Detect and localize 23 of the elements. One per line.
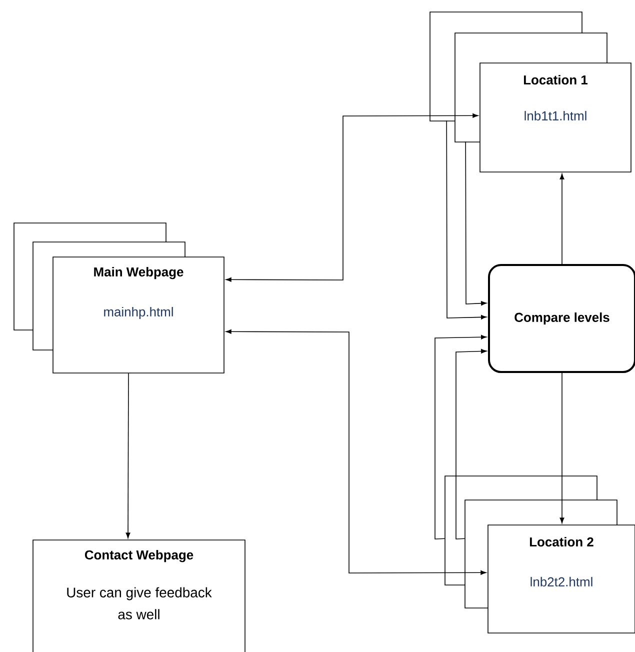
arrow (465, 141, 487, 306)
page-box (32, 540, 246, 652)
node-title: Location 2 (530, 537, 594, 546)
node-text: lnb2t2.html (530, 576, 592, 586)
arrow (226, 329, 486, 575)
page-box (52, 256, 224, 374)
node-text: lnb1t1.html (524, 110, 586, 120)
arrow (226, 113, 478, 282)
node-title: Location 1 (524, 75, 588, 85)
arrow (126, 373, 130, 538)
node-title: Main Webpage (94, 267, 184, 280)
node-title: Contact Webpage (84, 550, 194, 562)
arrow (446, 120, 487, 320)
node-text: User can give feedback as well (67, 587, 212, 620)
arrow (560, 174, 564, 264)
arrow (434, 334, 487, 540)
arrow (560, 372, 564, 524)
page-box (480, 62, 632, 172)
rounded-box (488, 264, 635, 373)
arrow (456, 349, 487, 540)
page-box (488, 524, 635, 634)
node-text: mainhp.html (104, 306, 173, 320)
node-title: Compare levels (514, 312, 610, 325)
